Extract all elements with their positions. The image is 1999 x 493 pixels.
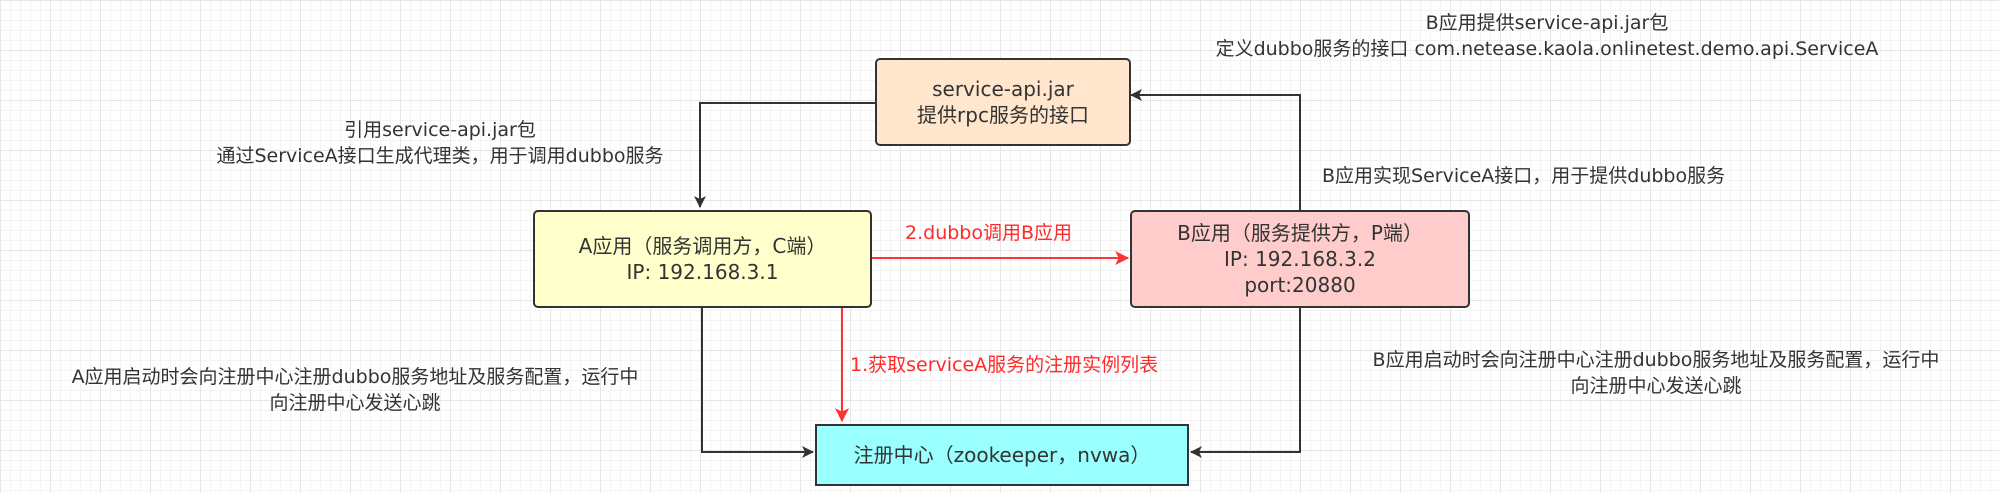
app-a-box[interactable]: A应用（服务调用方，C端） IP: 192.168.3.1 [533,210,872,308]
edge-b-register [1190,308,1301,458]
service-api-jar-box[interactable]: service-api.jar 提供rpc服务的接口 [875,58,1131,146]
b-provides-line2: 定义dubbo服务的接口 com.netease.kaola.onlinetes… [1215,38,1879,60]
a-references-line1: 引用service-api.jar包 [344,119,536,141]
app-b-ip: IP: 192.168.3.2 [1224,247,1376,271]
b-register-line2: 向注册中心发送心跳 [1570,375,1742,397]
b-implements-text: B应用实现ServiceA接口，用于提供dubbo服务 [1322,165,1726,187]
edge-a-register [701,308,814,458]
a-register-line2: 向注册中心发送心跳 [269,392,441,414]
edge-api-to-a [694,102,875,208]
a-references-line2: 通过ServiceA接口生成代理类，用于调用dubbo服务 [216,145,664,167]
a-register-annotation: A应用启动时会向注册中心注册dubbo服务地址及服务配置，运行中 向注册中心发送… [10,364,700,416]
b-provides-line1: B应用提供service-api.jar包 [1425,12,1669,34]
app-b-port: port:20880 [1244,273,1356,297]
registry-box[interactable]: 注册中心（zookeeper，nvwa） [815,424,1189,486]
api-jar-desc: 提供rpc服务的接口 [917,103,1089,127]
fetch-text: 1.获取serviceA服务的注册实例列表 [850,354,1159,376]
fetch-annotation: 1.获取serviceA服务的注册实例列表 [850,352,1158,378]
app-a-ip: IP: 192.168.3.1 [626,260,779,284]
call-annotation: 2.dubbo调用B应用 [905,220,1072,246]
a-references-annotation: 引用service-api.jar包 通过ServiceA接口生成代理类，用于调… [140,117,740,169]
edge-b-to-api [1130,89,1301,210]
a-register-line1: A应用启动时会向注册中心注册dubbo服务地址及服务配置，运行中 [71,366,639,388]
api-jar-name: service-api.jar [932,77,1074,101]
b-register-annotation: B应用启动时会向注册中心注册dubbo服务地址及服务配置，运行中 向注册中心发送… [1314,347,1998,399]
app-a-title: A应用（服务调用方，C端） [578,234,827,258]
b-provides-annotation: B应用提供service-api.jar包 定义dubbo服务的接口 com.n… [1187,10,1907,62]
b-implements-annotation: B应用实现ServiceA接口，用于提供dubbo服务 [1322,163,1725,189]
registry-label: 注册中心（zookeeper，nvwa） [853,443,1151,467]
call-text: 2.dubbo调用B应用 [905,222,1073,244]
b-register-line1: B应用启动时会向注册中心注册dubbo服务地址及服务配置，运行中 [1372,349,1940,371]
app-b-title: B应用（服务提供方，P端） [1177,221,1423,245]
app-b-box[interactable]: B应用（服务提供方，P端） IP: 192.168.3.2 port:20880 [1130,210,1470,308]
